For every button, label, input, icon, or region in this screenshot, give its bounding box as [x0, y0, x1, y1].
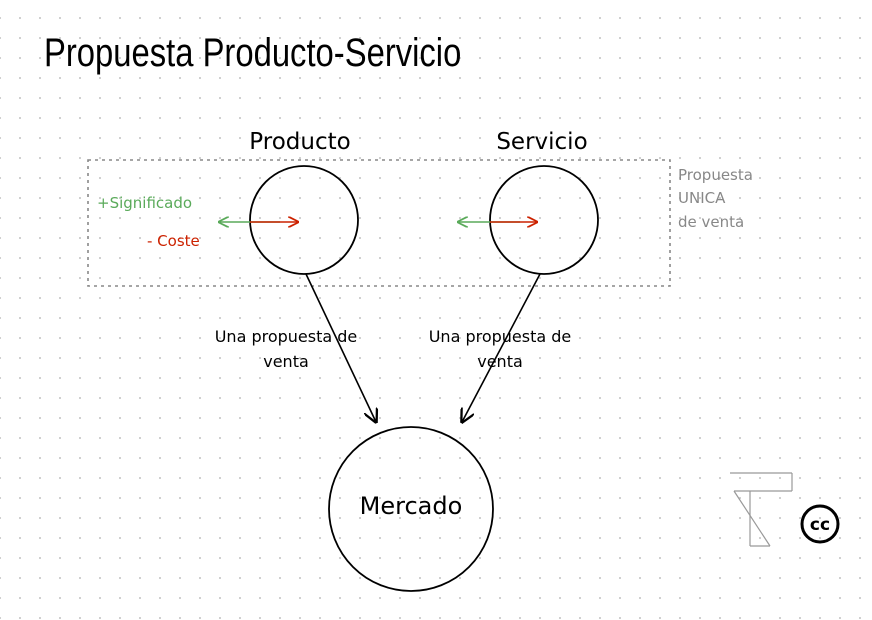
servicio-circle — [489, 165, 599, 275]
servicio-label: Servicio — [496, 129, 587, 155]
producto-label: Producto — [249, 129, 350, 155]
servicio-to-mercado-arrow — [462, 273, 541, 422]
page-title: Propuesta Producto-Servicio — [44, 30, 461, 75]
producto-to-mercado-arrow — [305, 273, 376, 422]
author-logo-icon — [730, 472, 793, 547]
unica-label-line1: Propuesta — [678, 166, 753, 184]
producto-circle — [249, 165, 359, 275]
unica-label-line3: de venta — [678, 213, 744, 231]
left-edge-label-line2: venta — [263, 352, 309, 371]
mercado-circle — [328, 426, 494, 592]
mercado-label: Mercado — [360, 492, 463, 520]
right-edge-label-line2: venta — [477, 352, 523, 371]
significado-label: +Significado — [97, 194, 192, 212]
unica-label-line2: UNICA — [678, 189, 726, 207]
unique-proposal-box — [87, 159, 671, 287]
left-edge-label-line1: Una propuesta de — [215, 327, 358, 346]
cc-badge-text: cc — [810, 515, 830, 535]
right-edge-label-line1: Una propuesta de — [429, 327, 572, 346]
creative-commons-icon: cc — [800, 504, 840, 544]
coste-label: - Coste — [147, 232, 200, 250]
